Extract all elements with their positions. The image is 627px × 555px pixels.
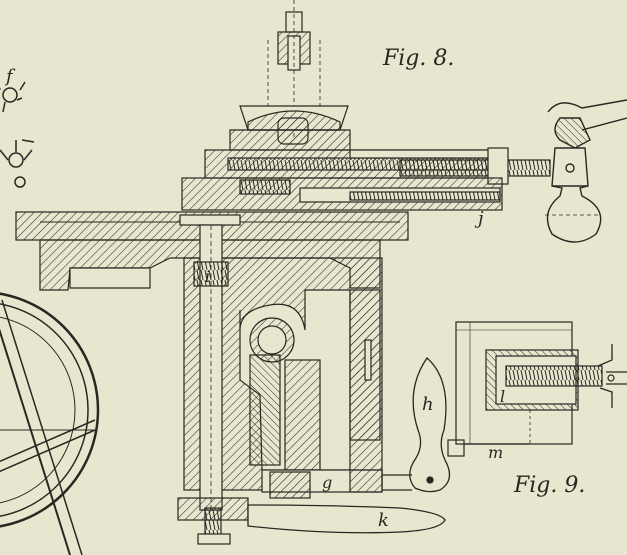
label-k: k [378,510,389,531]
lever-k [247,504,446,534]
label-i: i [205,267,210,286]
label-h: h [422,394,434,415]
paddle-handle-h [382,357,451,493]
fig9-detail [447,321,627,457]
label-g: g [322,473,332,492]
fig8-machine [15,0,551,545]
flywheel [0,292,100,555]
fig9-caption: Fig. 9. [513,473,585,498]
label-l: l [500,387,505,406]
fig8-caption: Fig. 8. [382,46,454,71]
left-handles [0,81,35,188]
label-m: m [488,443,503,462]
label-j: j [474,208,484,229]
crank-handle [545,99,627,243]
